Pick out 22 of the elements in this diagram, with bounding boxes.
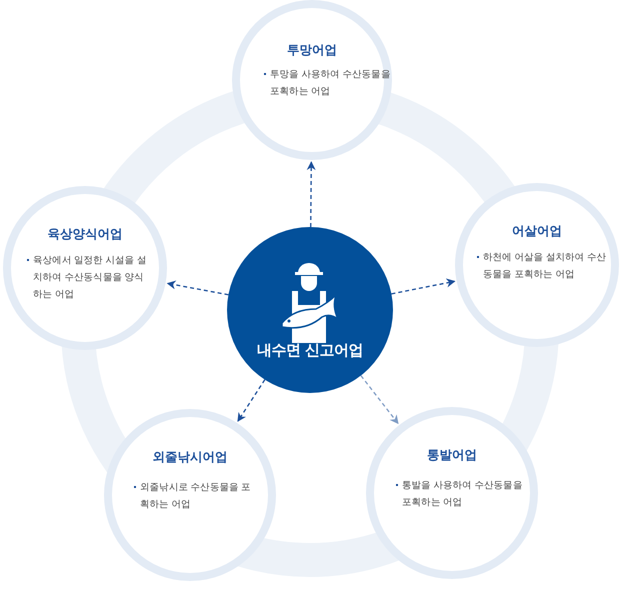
description-text: 외줄낚시로 수산동물을 포획하는 어업 — [140, 481, 252, 512]
category-circle — [455, 183, 619, 347]
description-text: 투망을 사용하여 수산동물을 포획하는 어업 — [270, 68, 392, 99]
category-title: 육상양식어업 — [46, 226, 124, 243]
hub-circle — [227, 227, 393, 393]
arrow — [306, 161, 316, 228]
arrow — [237, 379, 266, 422]
description-text: 통발을 사용하여 수산동물을 포획하는 어업 — [402, 479, 524, 510]
category-circle — [232, 0, 392, 160]
arrow — [391, 278, 456, 294]
category-circle — [104, 409, 276, 581]
category-title: 외줄낚시어업 — [152, 449, 228, 466]
category-circle — [3, 186, 167, 350]
category-title: 통발어업 — [426, 447, 478, 464]
description-text: 하천에 어살을 설치하여 수산동물을 포획하는 어업 — [483, 251, 608, 282]
description-text: 육상에서 일정한 시설을 설치하여 수산동식물을 양식하는 어업 — [33, 254, 148, 302]
hub-title: 내수면 신고어업 — [256, 341, 364, 360]
category-title: 어살어업 — [511, 223, 563, 240]
arrow — [360, 375, 399, 424]
arrow — [166, 280, 229, 296]
category-circle — [366, 407, 538, 579]
category-title: 투망어업 — [286, 42, 338, 59]
